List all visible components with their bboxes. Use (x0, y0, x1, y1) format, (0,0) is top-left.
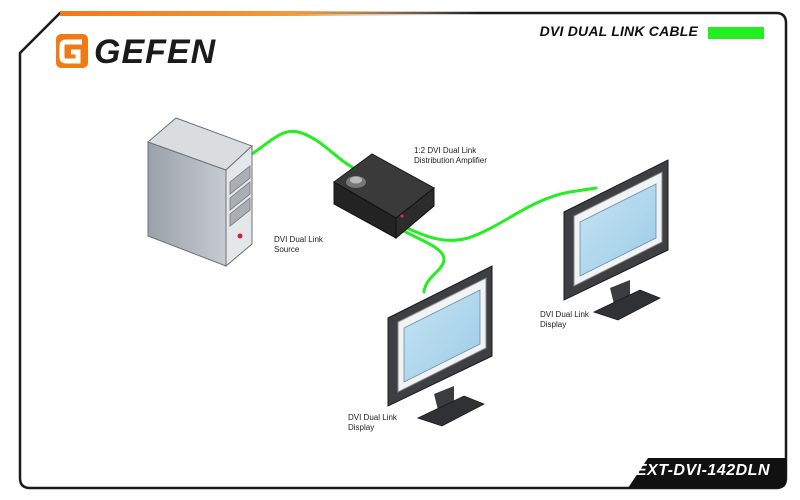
source-label-line1: DVI Dual Link (274, 235, 323, 244)
pc-tower-icon (147, 117, 253, 268)
amplifier-label-line1: 1:2 DVI Dual Link (414, 146, 477, 155)
cable-amplifier-to-display-bottom (400, 228, 446, 294)
model-number: EXT-DVI-142DLN (635, 462, 770, 479)
gefen-logo (56, 34, 88, 68)
cable-legend-swatch (708, 27, 764, 39)
display-right-label-line2: Display (540, 320, 567, 329)
model-badge (628, 458, 786, 488)
cable-source-to-amplifier (250, 129, 360, 172)
display-bottom-label-line1: DVI Dual Link (348, 413, 397, 422)
top-accent-bar (60, 11, 480, 16)
cable-legend-label: DVI DUAL LINK CABLE (539, 23, 698, 39)
page-frame (18, 11, 788, 490)
cable-amplifier-to-display-right (400, 186, 598, 242)
display-right-label-line1: DVI Dual Link (540, 310, 589, 319)
display-right-label: DVI Dual Link Display (540, 310, 589, 330)
amplifier-label-line2: Distribution Amplifier (414, 156, 487, 165)
display-bottom-label: DVI Dual Link Display (348, 413, 397, 433)
display-bottom-label-line2: Display (348, 423, 375, 432)
dvi-cables (250, 129, 598, 294)
source-label: DVI Dual Link Source (274, 235, 323, 255)
amplifier-label: 1:2 DVI Dual Link Distribution Amplifier (414, 146, 487, 166)
source-label-line2: Source (274, 245, 300, 254)
brand-name: GEFEN (94, 33, 217, 71)
display-bottom-icon (387, 265, 493, 427)
distribution-amplifier-icon (333, 153, 435, 240)
display-right-icon (563, 159, 669, 321)
